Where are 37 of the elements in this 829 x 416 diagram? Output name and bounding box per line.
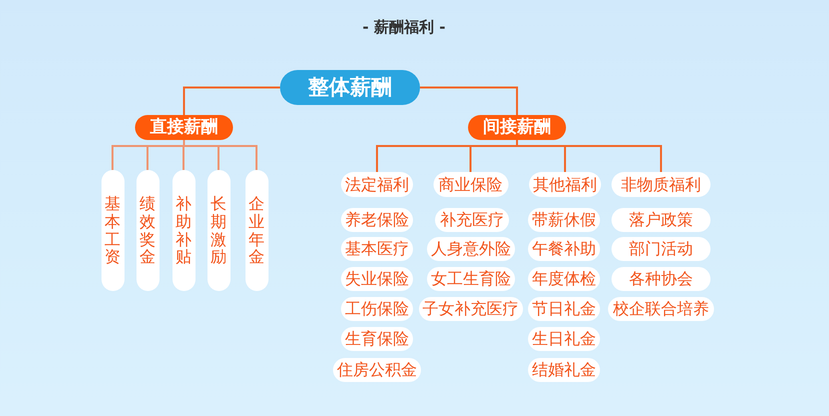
benefit-pill: 失业保险: [341, 267, 413, 291]
benefit-pill: 子女补充医疗: [418, 297, 522, 321]
benefit-pill: 生日礼金: [528, 327, 600, 351]
benefit-pill: 年度体检: [528, 267, 600, 291]
connector-line: [420, 86, 518, 115]
benefit-pill: 企业年金: [245, 170, 268, 291]
subcategory-pill: 非物质福利: [612, 172, 710, 197]
connector-line: [183, 86, 280, 115]
benefit-pill: 工伤保险: [341, 297, 413, 321]
benefit-pill: 带薪休假: [528, 208, 600, 232]
benefit-pill: 长期激励: [207, 170, 230, 291]
benefit-pill: 基本工资: [101, 170, 124, 291]
benefit-pill: 午餐补助: [528, 237, 600, 261]
benefit-pill: 部门活动: [612, 237, 710, 261]
benefit-pill: 各种协会: [612, 267, 710, 291]
benefit-pill: 人身意外险: [427, 237, 515, 261]
subcategory-pill: 其他福利: [529, 172, 601, 197]
benefit-pill: 女工生育险: [427, 267, 515, 291]
connector-line: [516, 140, 662, 172]
category-pill: 直接薪酬: [135, 115, 233, 140]
benefit-pill: 养老保险: [341, 208, 413, 232]
benefit-pill: 校企联合培养: [608, 297, 714, 321]
benefit-pill: 节日礼金: [528, 297, 600, 321]
diagram-title: - 薪酬福利 -: [362, 17, 446, 38]
benefit-pill: 基本医疗: [341, 237, 413, 261]
category-pill: 间接薪酬: [468, 115, 566, 140]
benefit-pill: 补充医疗: [435, 208, 509, 232]
benefit-pill: 补助补贴: [172, 170, 195, 291]
connector-line: [183, 140, 258, 170]
benefit-pill: 生育保险: [341, 327, 413, 351]
benefit-pill: 落户政策: [612, 208, 710, 232]
benefit-pill: 住房公积金: [333, 358, 421, 382]
subcategory-pill: 商业保险: [433, 172, 508, 197]
topic-pill: 整体薪酬: [280, 70, 420, 105]
benefit-pill: 结婚礼金: [528, 358, 600, 382]
subcategory-pill: 法定福利: [341, 172, 413, 197]
benefit-pill: 绩效奖金: [136, 170, 159, 291]
